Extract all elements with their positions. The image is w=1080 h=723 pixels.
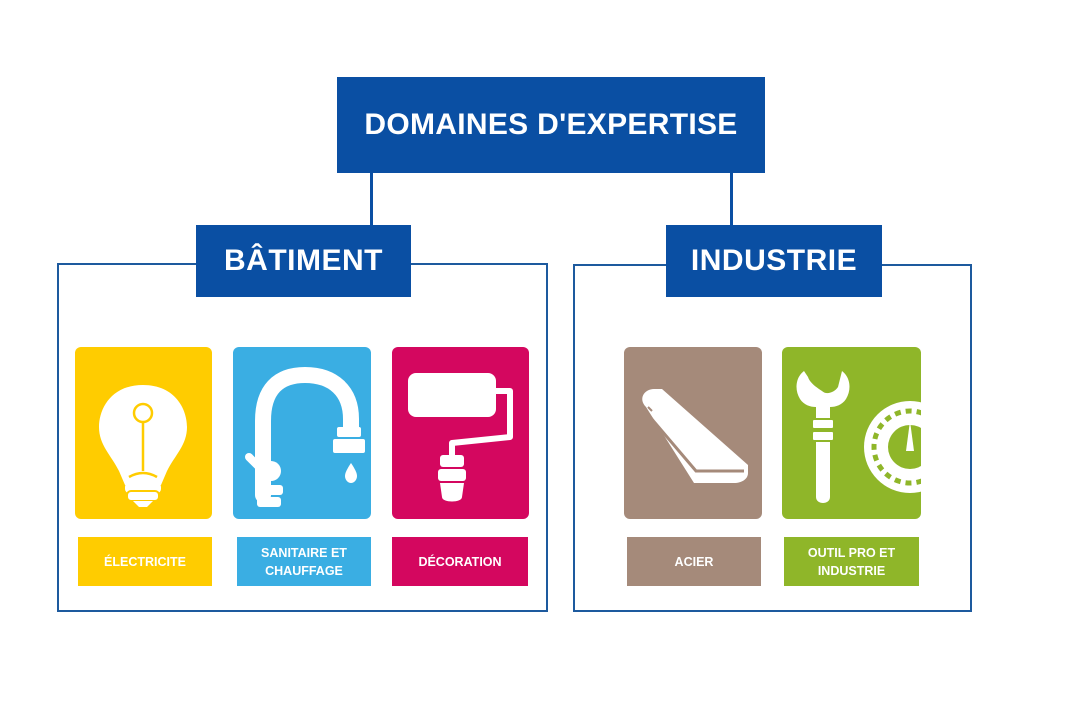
wrench-gauge-icon bbox=[782, 347, 921, 519]
paint-roller-icon bbox=[392, 347, 529, 519]
connector-line-batiment bbox=[370, 173, 373, 225]
category-label-acier: ACIER bbox=[627, 537, 761, 586]
category-label-electricite: ÉLECTRICITE bbox=[78, 537, 212, 586]
category-label-decoration: DÉCORATION bbox=[392, 537, 528, 586]
steel-bar-icon bbox=[624, 347, 762, 519]
light-bulb-icon bbox=[75, 347, 212, 519]
diagram-root-title: DOMAINES D'EXPERTISE bbox=[337, 77, 765, 173]
faucet-icon bbox=[233, 347, 371, 519]
group-title-batiment: BÂTIMENT bbox=[196, 225, 411, 297]
connector-line-industrie bbox=[730, 173, 733, 225]
category-label-sanitaire: SANITAIRE ET CHAUFFAGE bbox=[237, 537, 371, 586]
category-label-outil-pro: OUTIL PRO ET INDUSTRIE bbox=[784, 537, 919, 586]
group-title-industrie: INDUSTRIE bbox=[666, 225, 882, 297]
